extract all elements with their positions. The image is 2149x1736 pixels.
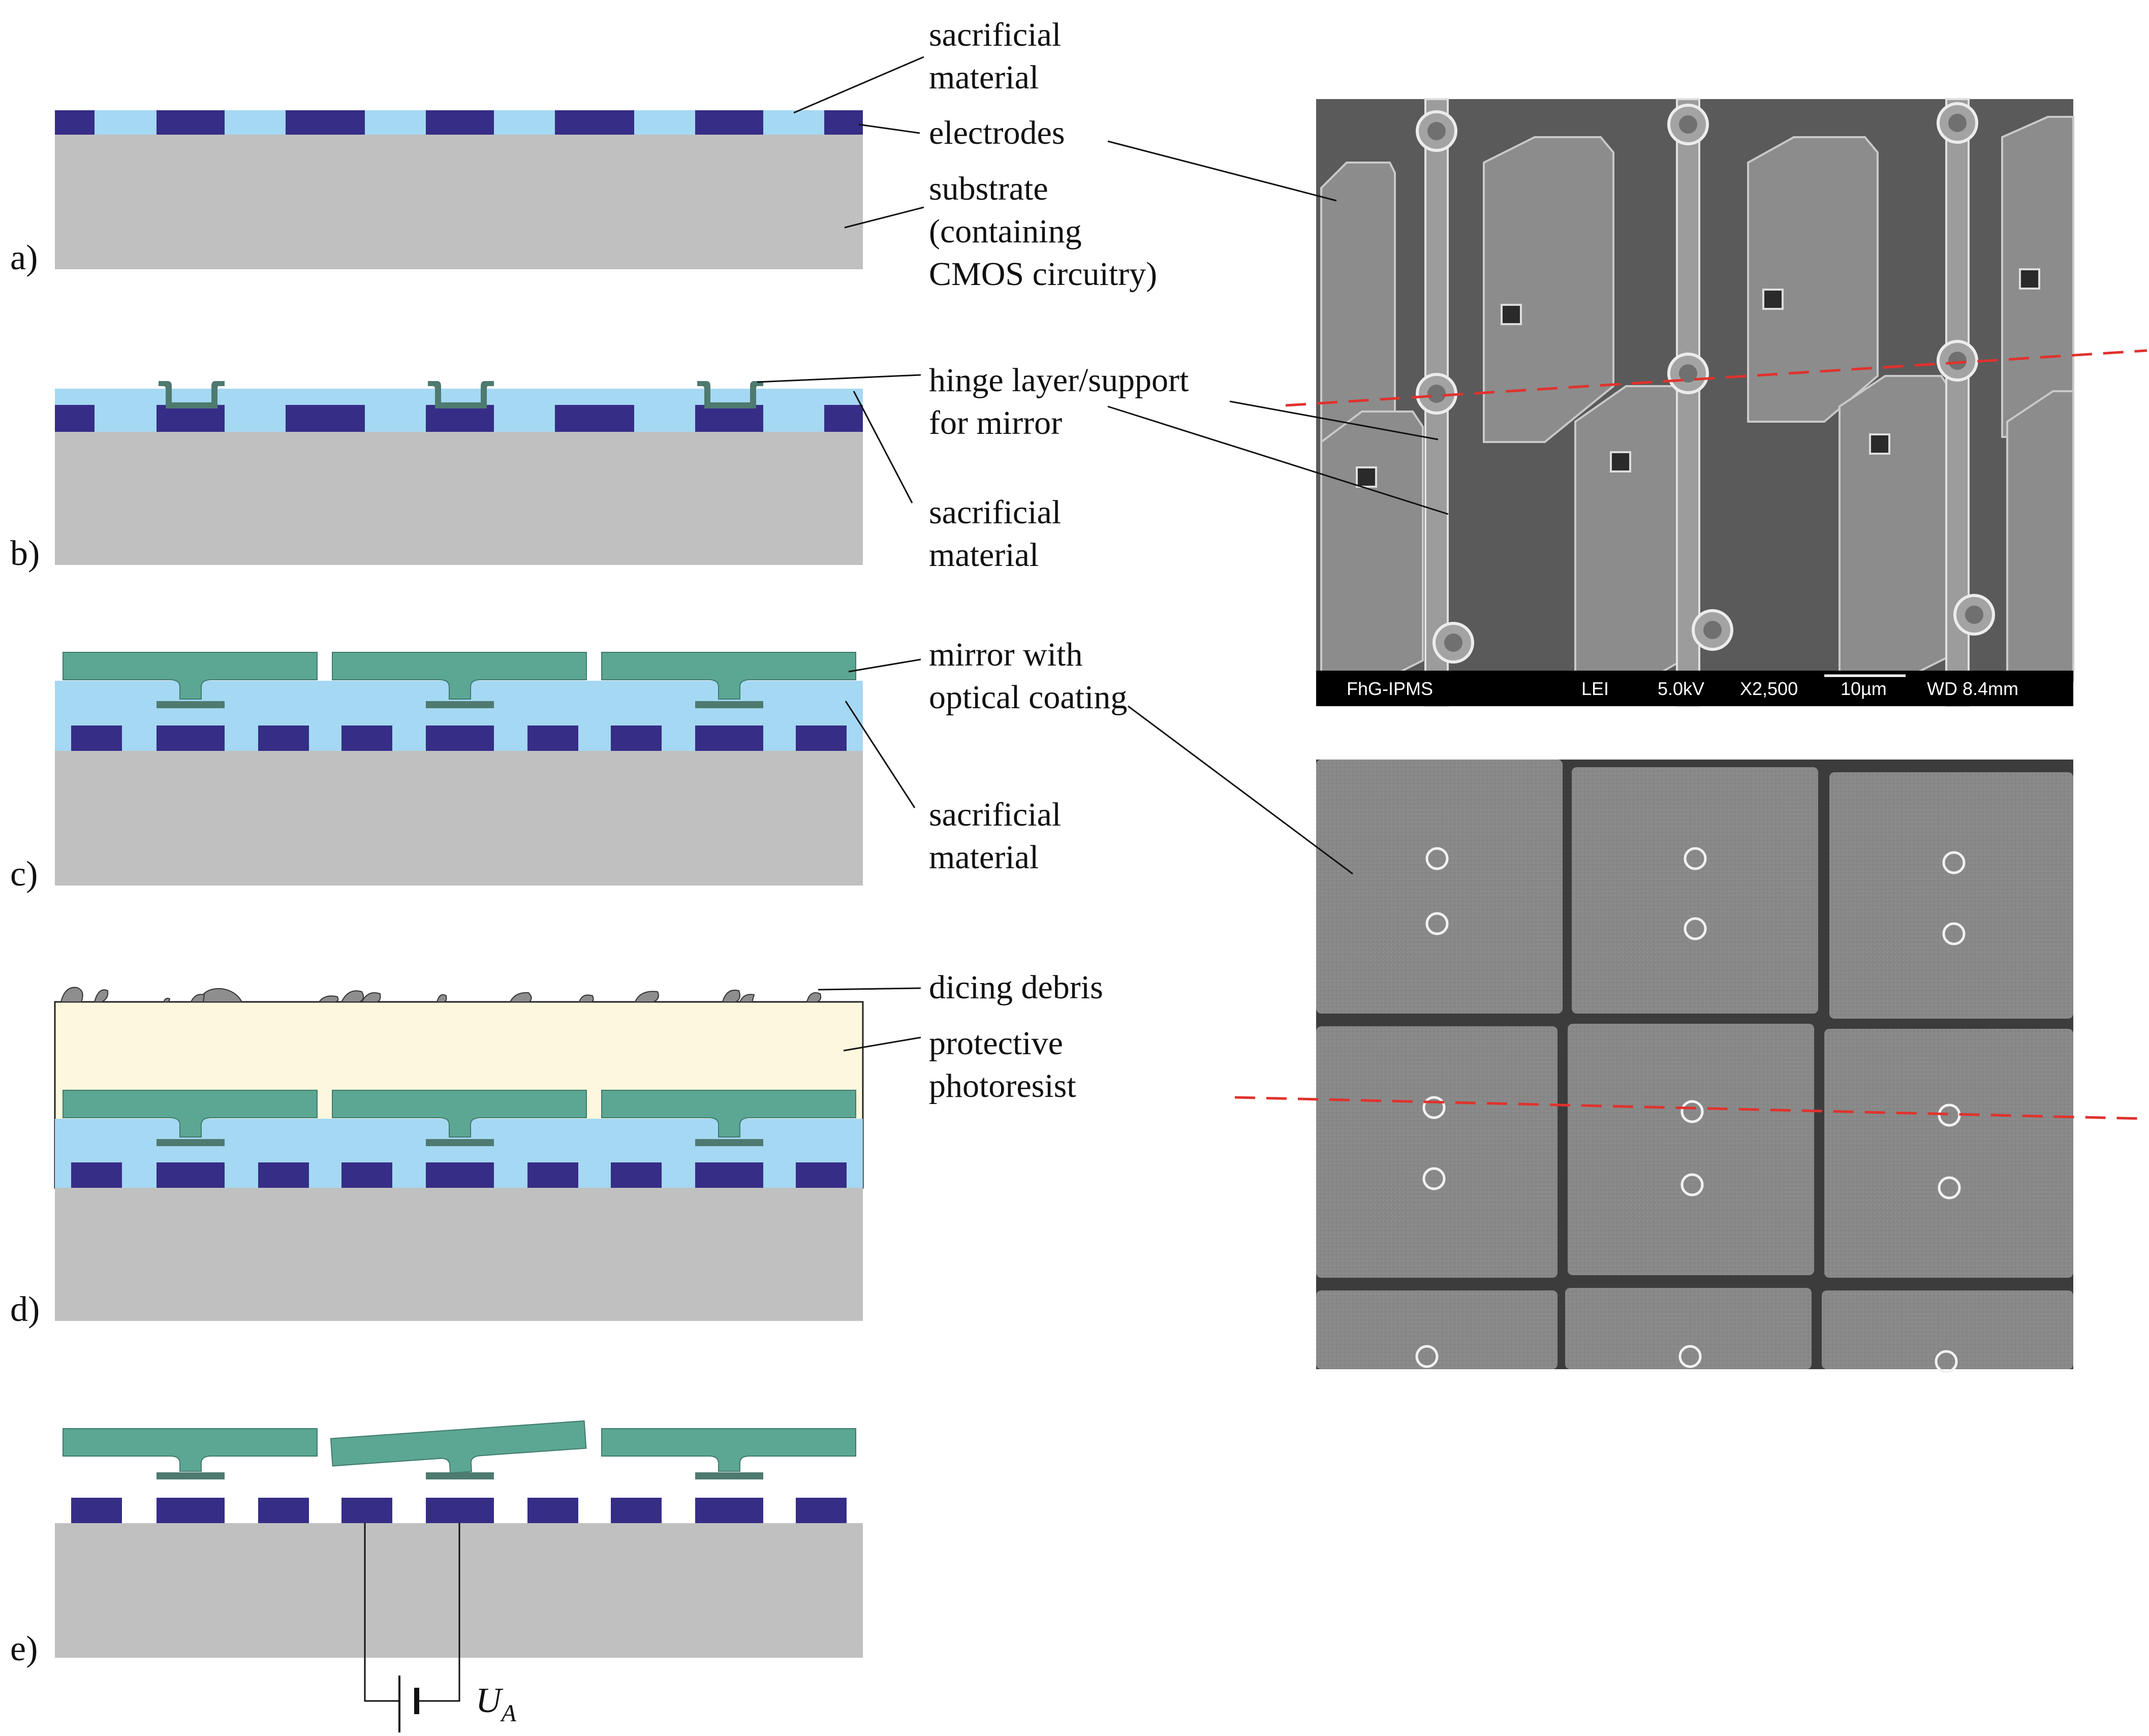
- hinge-plates-d: [157, 1139, 763, 1146]
- panel-a-cross-section: a): [10, 110, 863, 277]
- substrate-a: [55, 135, 863, 269]
- label-mirror-coating: mirror with optical coating: [929, 636, 1127, 716]
- label-sacrificial-b: sacrificial material: [929, 494, 1070, 574]
- mirrors-c: [63, 652, 856, 700]
- electrode-row-c: [71, 725, 847, 751]
- panel-label-a: a): [10, 238, 38, 277]
- sem-detector: LEI: [1581, 678, 1609, 699]
- hinge-plates-e: [157, 1472, 763, 1479]
- electrode-row-b: [55, 405, 863, 432]
- hinge-supports-b: [159, 381, 763, 408]
- actuation-voltage-circuit: UA: [364, 1523, 517, 1732]
- panel-label-c: c): [10, 855, 38, 894]
- cut-line-bottom: [1234, 1096, 2147, 1120]
- leader-lines: [757, 56, 1449, 1052]
- label-sacrificial-c: sacrificial material: [929, 796, 1070, 876]
- voltage-label: UA: [476, 1681, 517, 1727]
- dicing-debris-particles: [60, 987, 822, 1002]
- electrode-row-d: [71, 1162, 847, 1188]
- label-electrodes: electrodes: [929, 114, 1065, 151]
- label-sacrificial-a: sacrificial material: [929, 16, 1070, 96]
- hinge-plates-c: [157, 701, 763, 708]
- label-photoresist: protective photoresist: [929, 1025, 1076, 1104]
- sem-mirror-plates: [1316, 760, 2073, 1369]
- sem-image-mirror-array: [1316, 760, 2073, 1373]
- substrate-d: [55, 1188, 863, 1321]
- sem-magnification: X2,500: [1740, 678, 1798, 699]
- label-hinge-layer: hinge layer/support for mirror: [929, 362, 1197, 441]
- electrode-row-a: [55, 110, 863, 135]
- voltage-subscript: A: [500, 1700, 517, 1727]
- voltage-symbol: U: [476, 1681, 504, 1720]
- sem-databar: FhG-IPMS LEI 5.0kV X2,500 10µm WD 8.4mm: [1316, 671, 2073, 706]
- electrode-row-e: [71, 1498, 847, 1523]
- sem-pad-contacts: [1356, 268, 2040, 488]
- label-dicing-debris: dicing debris: [929, 969, 1103, 1006]
- sem-instrument: FhG-IPMS: [1347, 678, 1433, 699]
- panel-e-cross-section: UA e): [10, 1420, 863, 1732]
- annotations: sacrificial material electrodes substrat…: [929, 16, 1197, 1104]
- sem-scale: 10µm: [1841, 678, 1887, 699]
- sem-voltage: 5.0kV: [1658, 678, 1704, 699]
- panel-d-cross-section: d): [10, 987, 864, 1329]
- sem-image-hinge-layer: FhG-IPMS LEI 5.0kV X2,500 10µm WD 8.4mm: [1316, 98, 2074, 707]
- panel-label-b: b): [10, 534, 40, 573]
- substrate-c: [55, 751, 863, 886]
- mirrors-e: [63, 1420, 856, 1474]
- tilted-mirror: [330, 1420, 587, 1474]
- label-substrate: substrate (containing CMOS circuitry): [929, 170, 1157, 293]
- sem-mirror-vias: [1415, 847, 1966, 1373]
- panel-label-d: d): [10, 1290, 40, 1329]
- substrate-b: [55, 432, 863, 565]
- sem-support-posts: [1416, 102, 1995, 664]
- panel-c-cross-section: c): [10, 652, 863, 894]
- panel-label-e: e): [10, 1629, 38, 1668]
- panel-b-cross-section: b): [10, 381, 863, 573]
- mirrors-d: [63, 1090, 856, 1138]
- sem-working-distance: WD 8.4mm: [1927, 678, 2018, 699]
- cut-line-top: [1285, 349, 2147, 407]
